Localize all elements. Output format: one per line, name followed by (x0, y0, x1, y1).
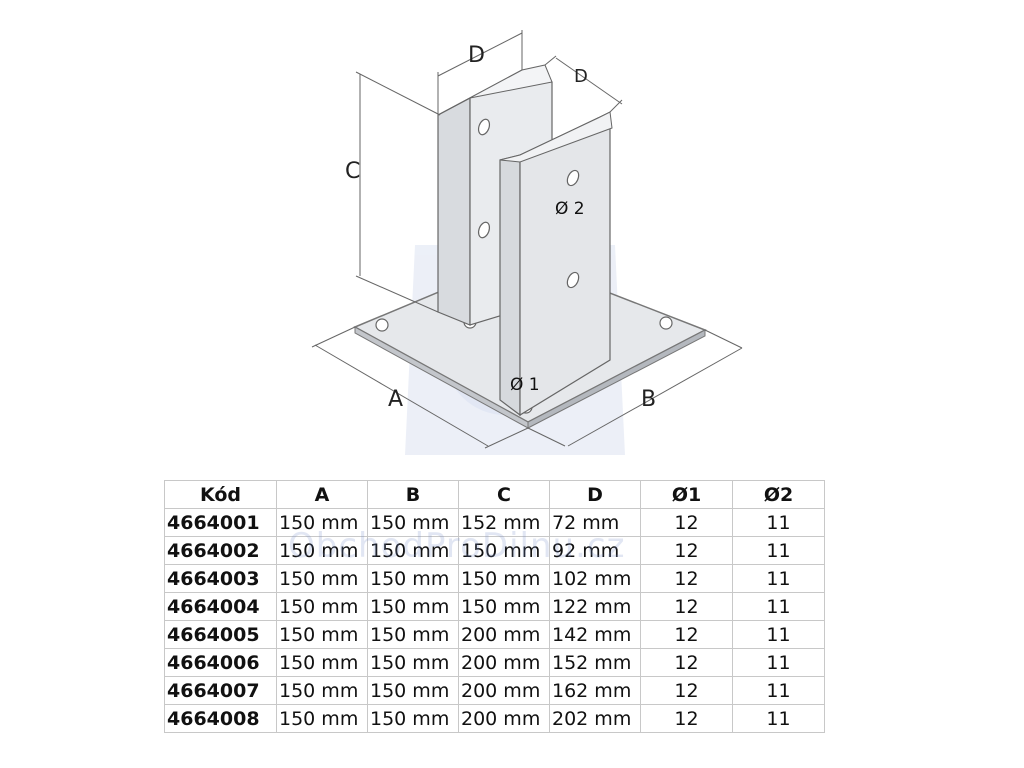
table-row: 4664005 150 mm 150 mm 200 mm 142 mm 12 1… (164, 620, 825, 649)
header-code: Kód (164, 480, 277, 509)
cell-a: 150 mm (276, 704, 368, 733)
cell-d: 142 mm (549, 620, 641, 649)
cell-code: 4664004 (164, 592, 277, 621)
header-b: B (367, 480, 459, 509)
cell-diameter-1: 12 (640, 620, 733, 649)
cell-diameter-1: 12 (640, 564, 733, 593)
table-row: 4664002 150 mm 150 mm 150 mm 92 mm 12 11 (164, 536, 825, 565)
cell-a: 150 mm (276, 676, 368, 705)
label-a: A (388, 387, 403, 412)
cell-b: 150 mm (367, 508, 459, 537)
profile-hole-lower-right (566, 271, 580, 289)
header-diameter-1: Ø1 (640, 480, 733, 509)
label-d-front: D (468, 43, 485, 68)
cell-diameter-1: 12 (640, 508, 733, 537)
cell-a: 150 mm (276, 620, 368, 649)
cell-d: 162 mm (549, 676, 641, 705)
table-row: 4664003 150 mm 150 mm 150 mm 102 mm 12 1… (164, 564, 825, 593)
cell-a: 150 mm (276, 536, 368, 565)
label-hole-1: Ø 1 (510, 375, 540, 395)
cell-b: 150 mm (367, 536, 459, 565)
profile-hole-lower-left (477, 221, 491, 239)
right-profile (499, 111, 613, 417)
cell-diameter-2: 11 (732, 648, 825, 677)
cell-code: 4664003 (164, 564, 277, 593)
header-d: D (549, 480, 641, 509)
cell-c: 200 mm (458, 648, 550, 677)
cell-code: 4664007 (164, 676, 277, 705)
cell-c: 200 mm (458, 704, 550, 733)
cell-c: 152 mm (458, 508, 550, 537)
cell-c: 150 mm (458, 536, 550, 565)
table-row: 4664006 150 mm 150 mm 200 mm 152 mm 12 1… (164, 648, 825, 677)
cell-diameter-2: 11 (732, 564, 825, 593)
cell-d: 92 mm (549, 536, 641, 565)
dimension-lines (311, 30, 743, 449)
profile-hole-upper-right (566, 169, 580, 187)
cell-c: 150 mm (458, 564, 550, 593)
cell-d: 152 mm (549, 648, 641, 677)
cell-diameter-1: 12 (640, 676, 733, 705)
cell-diameter-2: 11 (732, 592, 825, 621)
label-hole-2: Ø 2 (555, 199, 585, 219)
cell-diameter-2: 11 (732, 508, 825, 537)
cell-d: 72 mm (549, 508, 641, 537)
cell-b: 150 mm (367, 620, 459, 649)
cell-diameter-2: 11 (732, 704, 825, 733)
cell-c: 200 mm (458, 676, 550, 705)
cell-code: 4664001 (164, 508, 277, 537)
cell-a: 150 mm (276, 508, 368, 537)
header-diameter-2: Ø2 (732, 480, 825, 509)
cell-a: 150 mm (276, 564, 368, 593)
cell-a: 150 mm (276, 648, 368, 677)
label-c: C (345, 159, 360, 184)
profile-hole-upper-left (477, 118, 491, 136)
cell-diameter-1: 12 (640, 648, 733, 677)
label-b: B (641, 387, 656, 412)
cell-diameter-1: 12 (640, 704, 733, 733)
header-c: C (458, 480, 550, 509)
cell-code: 4664005 (164, 620, 277, 649)
table-row: 4664001 150 mm 150 mm 152 mm 72 mm 12 11 (164, 508, 825, 537)
plate-hole-left (375, 318, 389, 332)
cell-d: 202 mm (549, 704, 641, 733)
table-row: 4664004 150 mm 150 mm 150 mm 122 mm 12 1… (164, 592, 825, 621)
cell-b: 150 mm (367, 592, 459, 621)
specification-table: Kód A B C D Ø1 Ø2 4664001 150 mm 150 mm … (164, 480, 825, 733)
cell-b: 150 mm (367, 676, 459, 705)
cell-diameter-2: 11 (732, 620, 825, 649)
table-row: 4664007 150 mm 150 mm 200 mm 162 mm 12 1… (164, 676, 825, 705)
cell-a: 150 mm (276, 592, 368, 621)
cell-d: 122 mm (549, 592, 641, 621)
header-a: A (276, 480, 368, 509)
table-row: 4664008 150 mm 150 mm 200 mm 202 mm 12 1… (164, 704, 825, 733)
label-d-side: D (574, 66, 588, 87)
cell-diameter-1: 12 (640, 592, 733, 621)
cell-diameter-1: 12 (640, 536, 733, 565)
cell-b: 150 mm (367, 704, 459, 733)
cell-code: 4664002 (164, 536, 277, 565)
plate-hole-right (659, 316, 673, 330)
cell-code: 4664006 (164, 648, 277, 677)
post-base-drawing: C D D A B Ø 2 Ø 1 (311, 30, 743, 455)
cell-code: 4664008 (164, 704, 277, 733)
cell-c: 200 mm (458, 620, 550, 649)
cell-b: 150 mm (367, 648, 459, 677)
cell-d: 102 mm (549, 564, 641, 593)
cell-b: 150 mm (367, 564, 459, 593)
cell-diameter-2: 11 (732, 676, 825, 705)
cell-diameter-2: 11 (732, 536, 825, 565)
cell-c: 150 mm (458, 592, 550, 621)
table-header-row: Kód A B C D Ø1 Ø2 (164, 480, 825, 509)
